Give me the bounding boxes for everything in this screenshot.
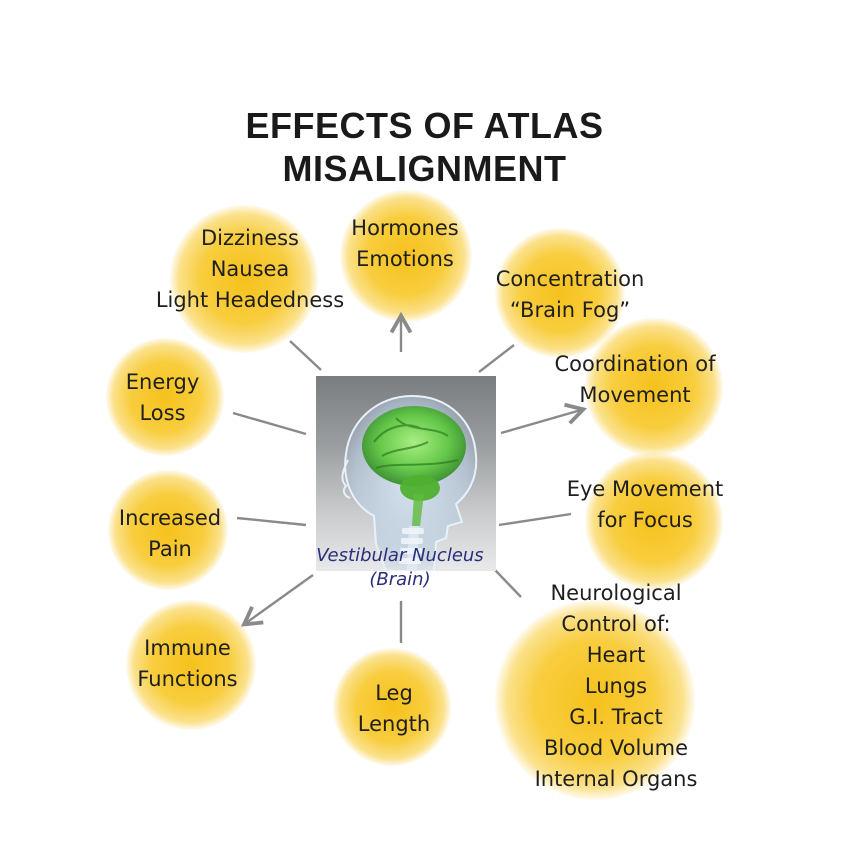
brain-image bbox=[316, 376, 496, 571]
effect-leg-line-1: Leg bbox=[375, 681, 413, 705]
glow-concentration bbox=[495, 228, 625, 358]
effect-neuro: Neurological Control of: Heart Lungs G.I… bbox=[505, 578, 727, 795]
effect-energy-line-1: Energy bbox=[125, 370, 200, 394]
effect-eye-line-2: for Focus bbox=[597, 508, 693, 532]
effect-concentration: Concentration “Brain Fog” bbox=[470, 264, 670, 326]
glow-immune bbox=[126, 600, 256, 730]
connector-energy bbox=[232, 411, 307, 436]
glow-eye bbox=[585, 452, 723, 590]
glow-hormones bbox=[340, 190, 472, 322]
brain-caption: Vestibular Nucleus (Brain) bbox=[280, 544, 520, 592]
glow-neuro bbox=[495, 600, 695, 800]
effect-coordination-line-1: Coordination of bbox=[554, 352, 716, 376]
effect-neuro-line-7: Internal Organs bbox=[534, 767, 698, 791]
effect-neuro-line-5: G.I. Tract bbox=[569, 705, 663, 729]
effect-dizziness-line-3: Light Headedness bbox=[155, 288, 345, 312]
glow-coordination bbox=[585, 318, 723, 456]
effect-hormones-line-1: Hormones bbox=[351, 216, 459, 240]
head-silhouette-icon bbox=[341, 394, 478, 571]
connector-concentration bbox=[478, 344, 515, 373]
connector-eye bbox=[498, 512, 572, 527]
effect-eye-line-1: Eye Movement bbox=[566, 477, 724, 501]
effect-pain-line-2: Pain bbox=[148, 537, 192, 561]
effect-neuro-line-3: Heart bbox=[586, 643, 646, 667]
connector-neuro bbox=[494, 569, 522, 598]
effect-immune-line-2: Functions bbox=[137, 667, 238, 691]
connector-pain bbox=[236, 516, 307, 527]
connector-coordination bbox=[500, 402, 588, 435]
effect-neuro-line-4: Lungs bbox=[584, 674, 648, 698]
effect-energy: Energy Loss bbox=[100, 367, 225, 429]
effect-pain: Increased Pain bbox=[105, 503, 235, 565]
title-line-1: EFFECTS OF ATLAS bbox=[245, 105, 604, 146]
glow-pain bbox=[108, 470, 228, 590]
brain-caption-line-1: Vestibular Nucleus bbox=[316, 545, 484, 566]
effect-immune-line-1: Immune bbox=[144, 636, 231, 660]
effect-concentration-line-1: Concentration bbox=[495, 267, 645, 291]
effect-neuro-line-1: Neurological bbox=[550, 581, 682, 605]
glow-energy bbox=[106, 338, 224, 456]
effect-immune: Immune Functions bbox=[120, 633, 255, 695]
effect-eye: Eye Movement for Focus bbox=[545, 474, 745, 536]
connector-immune bbox=[240, 574, 314, 627]
effect-leg-line-2: Length bbox=[357, 712, 431, 736]
effect-leg: Leg Length bbox=[334, 678, 454, 740]
glow-leg bbox=[333, 648, 451, 766]
glow-dizziness bbox=[170, 205, 318, 353]
effect-dizziness-line-2: Nausea bbox=[210, 257, 290, 281]
effect-hormones-line-2: Emotions bbox=[356, 247, 454, 271]
effect-pain-line-1: Increased bbox=[118, 506, 222, 530]
brain-caption-line-2: (Brain) bbox=[369, 569, 431, 590]
effect-concentration-line-2: “Brain Fog” bbox=[509, 298, 631, 322]
effect-hormones: Hormones Emotions bbox=[325, 213, 485, 275]
effect-coordination-line-2: Movement bbox=[579, 383, 691, 407]
connector-dizziness bbox=[289, 340, 322, 371]
effect-coordination: Coordination of Movement bbox=[530, 349, 740, 411]
effect-neuro-line-2: Control of: bbox=[561, 612, 671, 636]
title-line-2: MISALIGNMENT bbox=[282, 148, 567, 189]
effect-neuro-line-6: Blood Volume bbox=[543, 736, 689, 760]
effect-dizziness: Dizziness Nausea Light Headedness bbox=[130, 223, 370, 316]
effect-dizziness-line-1: Dizziness bbox=[201, 226, 299, 250]
effect-energy-line-2: Loss bbox=[139, 401, 186, 425]
